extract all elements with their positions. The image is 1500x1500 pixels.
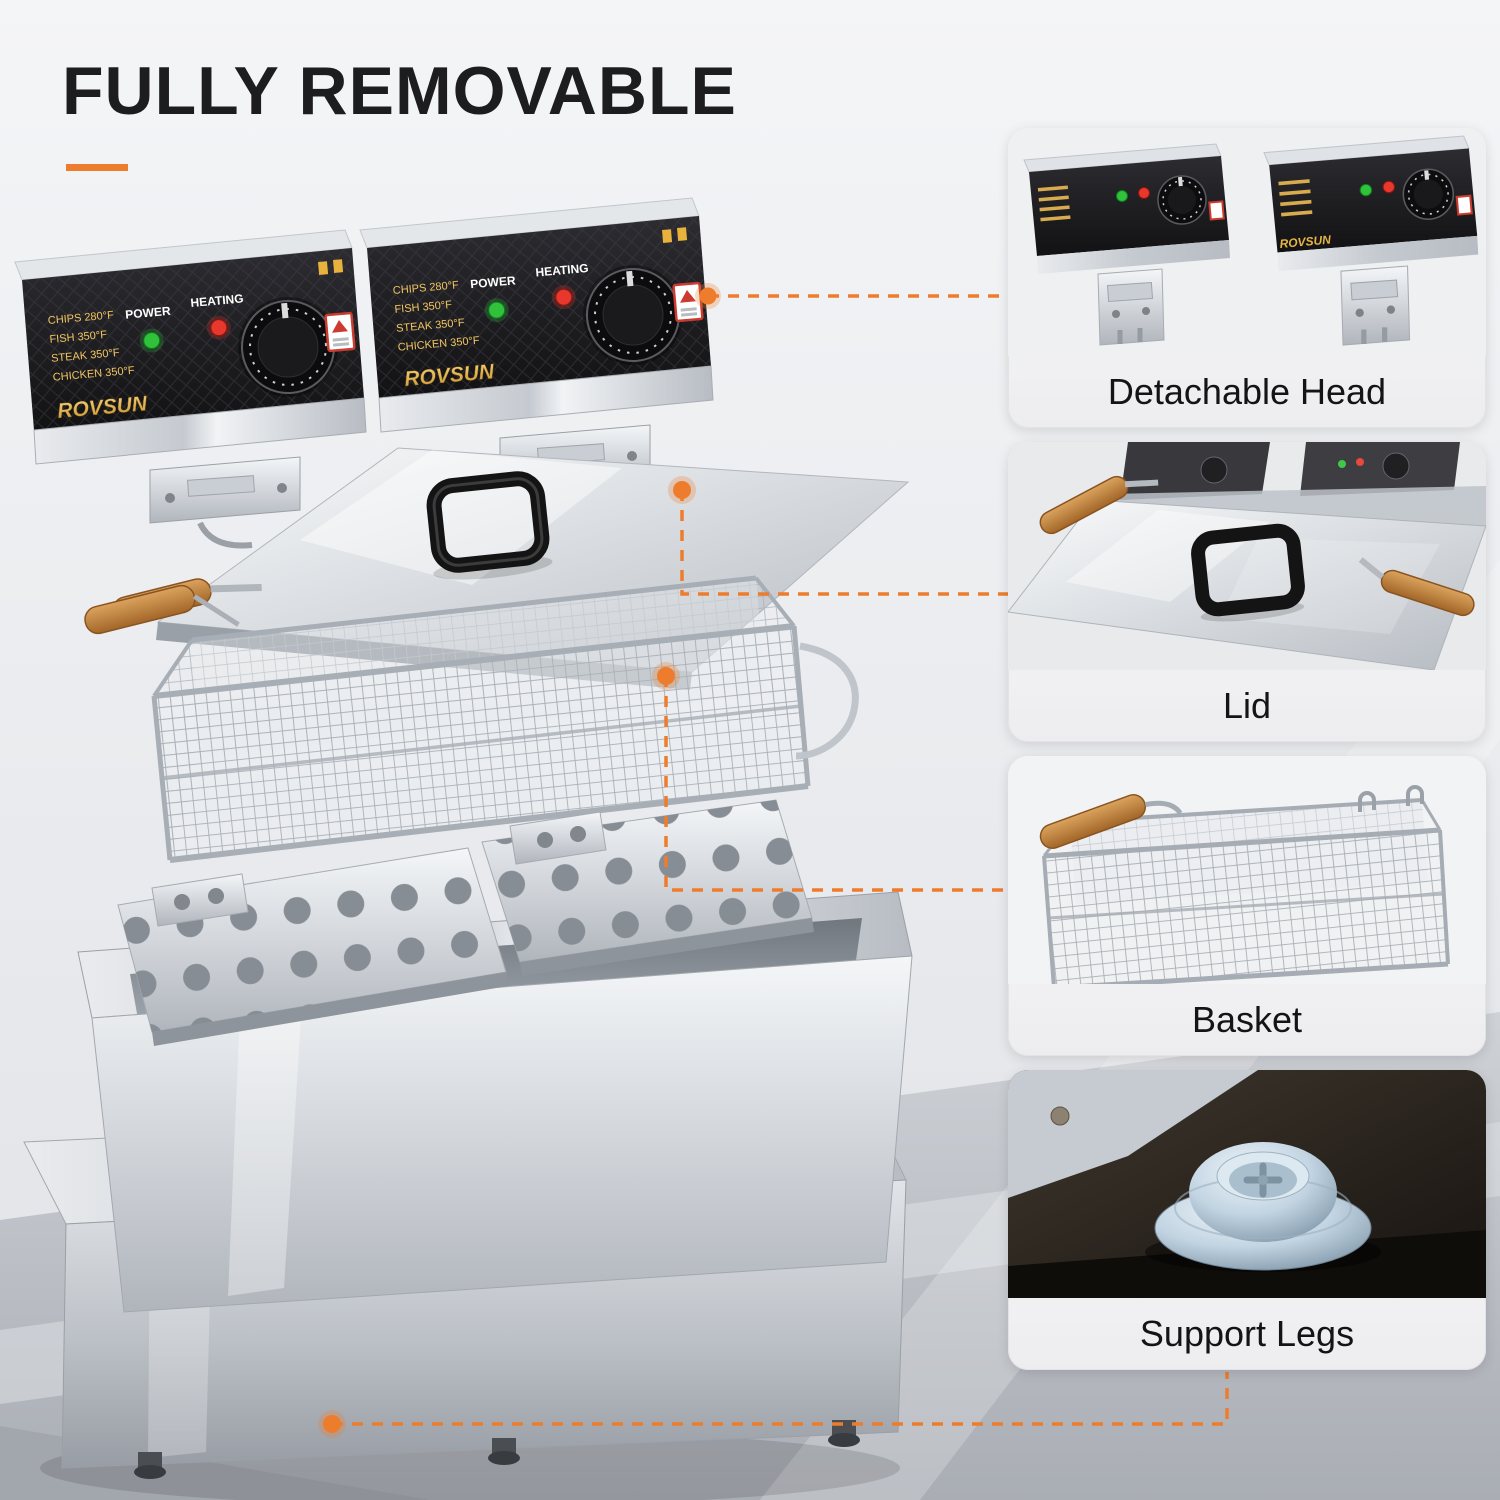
lid-wood-handle-right: [1358, 557, 1475, 617]
connector-line-legs: [332, 1372, 1229, 1426]
power-label-left: POWER: [125, 304, 172, 322]
fryer-exploded-view: CHIPS 280°F FISH 350°F STEAK 350°F CHICK…: [14, 197, 913, 1500]
callout-label-basket: Basket: [1191, 999, 1303, 1040]
svg-text:STEAK 350°F: STEAK 350°F: [51, 347, 121, 365]
lid-sheet: [1008, 499, 1486, 670]
callout-card-support-legs: Support Legs: [1008, 1070, 1486, 1370]
base-panel-corner: [1008, 1070, 1258, 1198]
menu-list-left: CHIPS 280°F FISH 350°F STEAK 350°F CHICK…: [47, 309, 135, 384]
callout-dots: [318, 283, 721, 1438]
callout-label-lid: Lid: [1222, 685, 1272, 726]
callout-card-lid: Lid: [1008, 442, 1486, 742]
svg-text:STEAK 350°F: STEAK 350°F: [396, 317, 466, 335]
element-bracket-left: [149, 456, 301, 549]
connector-line-basket: [664, 676, 1008, 892]
svg-text:CHIPS 280°F: CHIPS 280°F: [392, 279, 459, 297]
warning-sticker-left: [324, 311, 356, 353]
support-feet: [134, 1420, 860, 1479]
lid-handle: [426, 471, 553, 580]
callout-label-support-legs: Support Legs: [1139, 1313, 1355, 1354]
connector-dot-head: [699, 287, 717, 305]
temperature-knob-left: [238, 297, 338, 397]
connector-dot-basket: [657, 667, 675, 685]
basket-illustration: [1008, 756, 1486, 984]
fryer-basket: [84, 575, 859, 863]
connector-dot-legs: [323, 1415, 341, 1433]
panel-screw: [1050, 1106, 1070, 1126]
connector-dot-lid: [673, 481, 691, 499]
svg-text:FISH 350°F: FISH 350°F: [49, 329, 108, 346]
page-title: FULLY REMOVABLE: [62, 53, 737, 129]
callout-connectors: [332, 294, 1229, 1426]
heating-indicator-left: [210, 319, 228, 337]
lid-center-handle: [1191, 523, 1305, 622]
detachable-head-illustration: ROVSUN: [1008, 128, 1486, 356]
connector-line-lid: [680, 490, 1008, 596]
lid-illustration: [1008, 442, 1486, 670]
panel-badge-left: [318, 259, 344, 275]
perforated-plate-right: [481, 799, 814, 976]
heating-indicator-right: [555, 288, 573, 306]
callout-card-basket: Basket: [1008, 756, 1486, 1056]
panel-badge-right: [662, 227, 688, 243]
title-accent-bar: [66, 164, 128, 171]
basket-wooden-handle: [84, 584, 240, 635]
basket-frame-wires: [151, 575, 811, 863]
lid-wood-handle-left: [1039, 475, 1159, 535]
power-indicator-left: [143, 332, 161, 350]
basket-hooks: [1358, 785, 1424, 812]
mini-brand-logo: ROVSUN: [1279, 233, 1332, 251]
warning-sticker-right: [672, 281, 704, 323]
perforated-plate-left: [117, 847, 508, 1046]
fryer-head-right: CHIPS 280°F FISH 350°F STEAK 350°F CHICK…: [359, 197, 714, 517]
callout-card-detachable-head: ROVSUN Detachable Head: [1008, 128, 1486, 428]
basket-wire-handle: [795, 642, 859, 760]
svg-text:CHIPS 280°F: CHIPS 280°F: [47, 309, 114, 327]
svg-text:FISH 350°F: FISH 350°F: [394, 299, 453, 316]
callout-label-detachable-head: Detachable Head: [1107, 371, 1387, 412]
callout-cards: ROVSUN Detachable Head: [1008, 128, 1486, 1370]
heating-label-right: HEATING: [535, 261, 589, 280]
support-legs-illustration: [1008, 1070, 1486, 1298]
fryer-head-left: CHIPS 280°F FISH 350°F STEAK 350°F CHICK…: [14, 229, 367, 549]
power-label-right: POWER: [470, 273, 517, 291]
power-indicator-right: [488, 301, 506, 319]
leg-foot: [1145, 1142, 1381, 1272]
heating-label-left: HEATING: [190, 291, 244, 310]
mini-basket-wood-handle: [1039, 794, 1183, 849]
temperature-knob-right: [583, 265, 683, 365]
